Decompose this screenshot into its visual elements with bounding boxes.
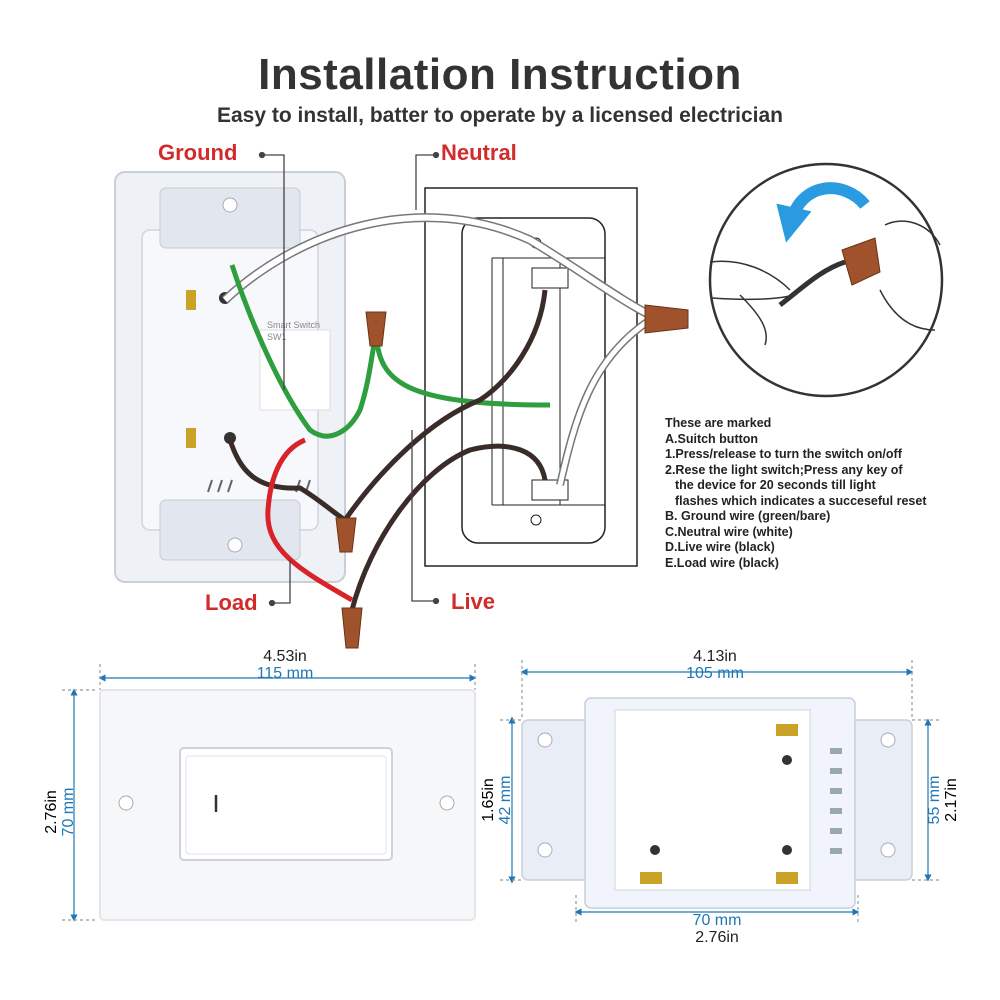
neutral-wire <box>221 213 653 486</box>
body-height-dimension: 1.65in 42 mm <box>480 750 514 850</box>
device-height-dimension: 55 mm 2.17in <box>926 750 960 850</box>
switch-device-side <box>521 697 913 909</box>
device-label-line1: Smart Switch <box>267 320 320 330</box>
note-line: flashes which indicates a succeseful res… <box>675 493 927 508</box>
device-label-line2: SW1 <box>267 332 287 342</box>
plate-height-mm: 70 mm <box>60 787 77 837</box>
plate-height-dimension: 2.76in 70 mm <box>43 762 77 862</box>
wall-plate-front <box>99 689 476 921</box>
callout-leaders <box>258 151 440 607</box>
plate-height-in: 2.76in <box>43 790 60 834</box>
body-height-in: 1.65in <box>480 778 497 822</box>
ground-wire <box>229 264 551 439</box>
load-label: Load <box>205 590 258 615</box>
wire-nut-load <box>341 607 363 649</box>
switch-device-back <box>114 171 346 583</box>
note-line: D.Live wire (black) <box>665 540 775 554</box>
live-label: Live <box>451 589 496 614</box>
load-wire <box>265 437 354 603</box>
body-width-dimension: 70 mm 2.76in <box>657 912 777 946</box>
plate-width-dimension: 4.53in 115 mm <box>220 648 350 682</box>
note-line: C.Neutral wire (white) <box>665 524 793 539</box>
wire-nut-ground <box>365 311 387 347</box>
plate-width-in: 4.53in <box>263 648 307 665</box>
wire-nut-neutral <box>644 304 689 334</box>
instruction-notes: These are marked A.Suitch button 1.Press… <box>665 416 927 571</box>
note-line: B. Ground wire (green/bare) <box>665 509 831 523</box>
device-height-in: 2.17in <box>943 778 960 822</box>
body-height-mm: 42 mm <box>497 775 514 825</box>
note-line: 2.Rese the light switch;Press any key of <box>665 462 903 477</box>
wire-nut-live <box>335 517 357 553</box>
page-subtitle: Easy to install, batter to operate by a … <box>216 104 784 127</box>
page-title: Installation Instruction <box>258 50 742 99</box>
wire-nut-inset <box>708 162 944 398</box>
notes-heading: These are marked <box>665 416 772 430</box>
device-width-dimension: 4.13in 105 mm <box>655 648 775 682</box>
plate-width-mm: 115 mm <box>256 665 314 682</box>
body-width-in: 2.76in <box>695 929 739 946</box>
note-line: A.Suitch button <box>665 431 759 446</box>
device-width-in: 4.13in <box>693 648 737 665</box>
note-line: the device for 20 seconds till light <box>675 478 876 492</box>
device-width-mm: 105 mm <box>686 665 744 682</box>
live-wire <box>227 289 548 611</box>
ground-label: Ground <box>158 140 238 165</box>
junction-box <box>424 187 638 567</box>
dimension-lines <box>62 660 940 922</box>
device-height-mm: 55 mm <box>926 775 943 825</box>
neutral-label: Neutral <box>441 140 517 165</box>
body-width-mm: 70 mm <box>692 912 742 929</box>
note-line: 1.Press/release to turn the switch on/of… <box>665 447 902 461</box>
note-line: E.Load wire (black) <box>665 555 779 570</box>
